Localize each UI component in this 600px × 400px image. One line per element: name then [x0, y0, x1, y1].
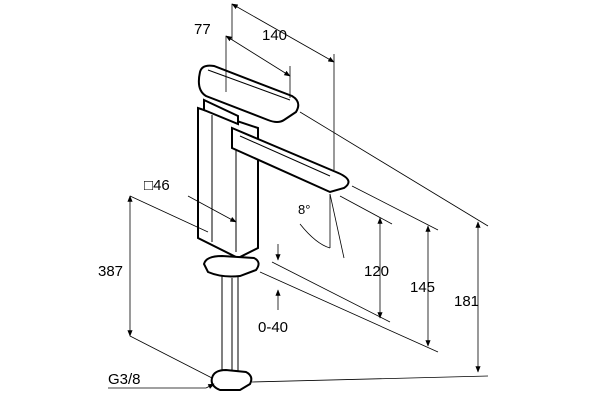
dim-total-length: 140 — [262, 27, 287, 44]
dim-total-height: 387 — [98, 263, 123, 280]
faucet-body — [197, 64, 350, 391]
hot-cold-symbol: 8° — [298, 202, 310, 217]
dim-lever-offset: 77 — [194, 21, 211, 38]
dim-overall-height: 181 — [454, 293, 479, 310]
dimension-lines — [108, 3, 489, 389]
dim-spout-height: 120 — [364, 263, 389, 280]
square-symbol: □ — [144, 177, 153, 194]
dim-countertop-range: 0-40 — [258, 319, 288, 336]
dim-handle-height: 145 — [410, 279, 435, 296]
dim-body-square: □46 — [144, 177, 170, 194]
dim-connection-thread: G3/8 — [108, 371, 141, 388]
